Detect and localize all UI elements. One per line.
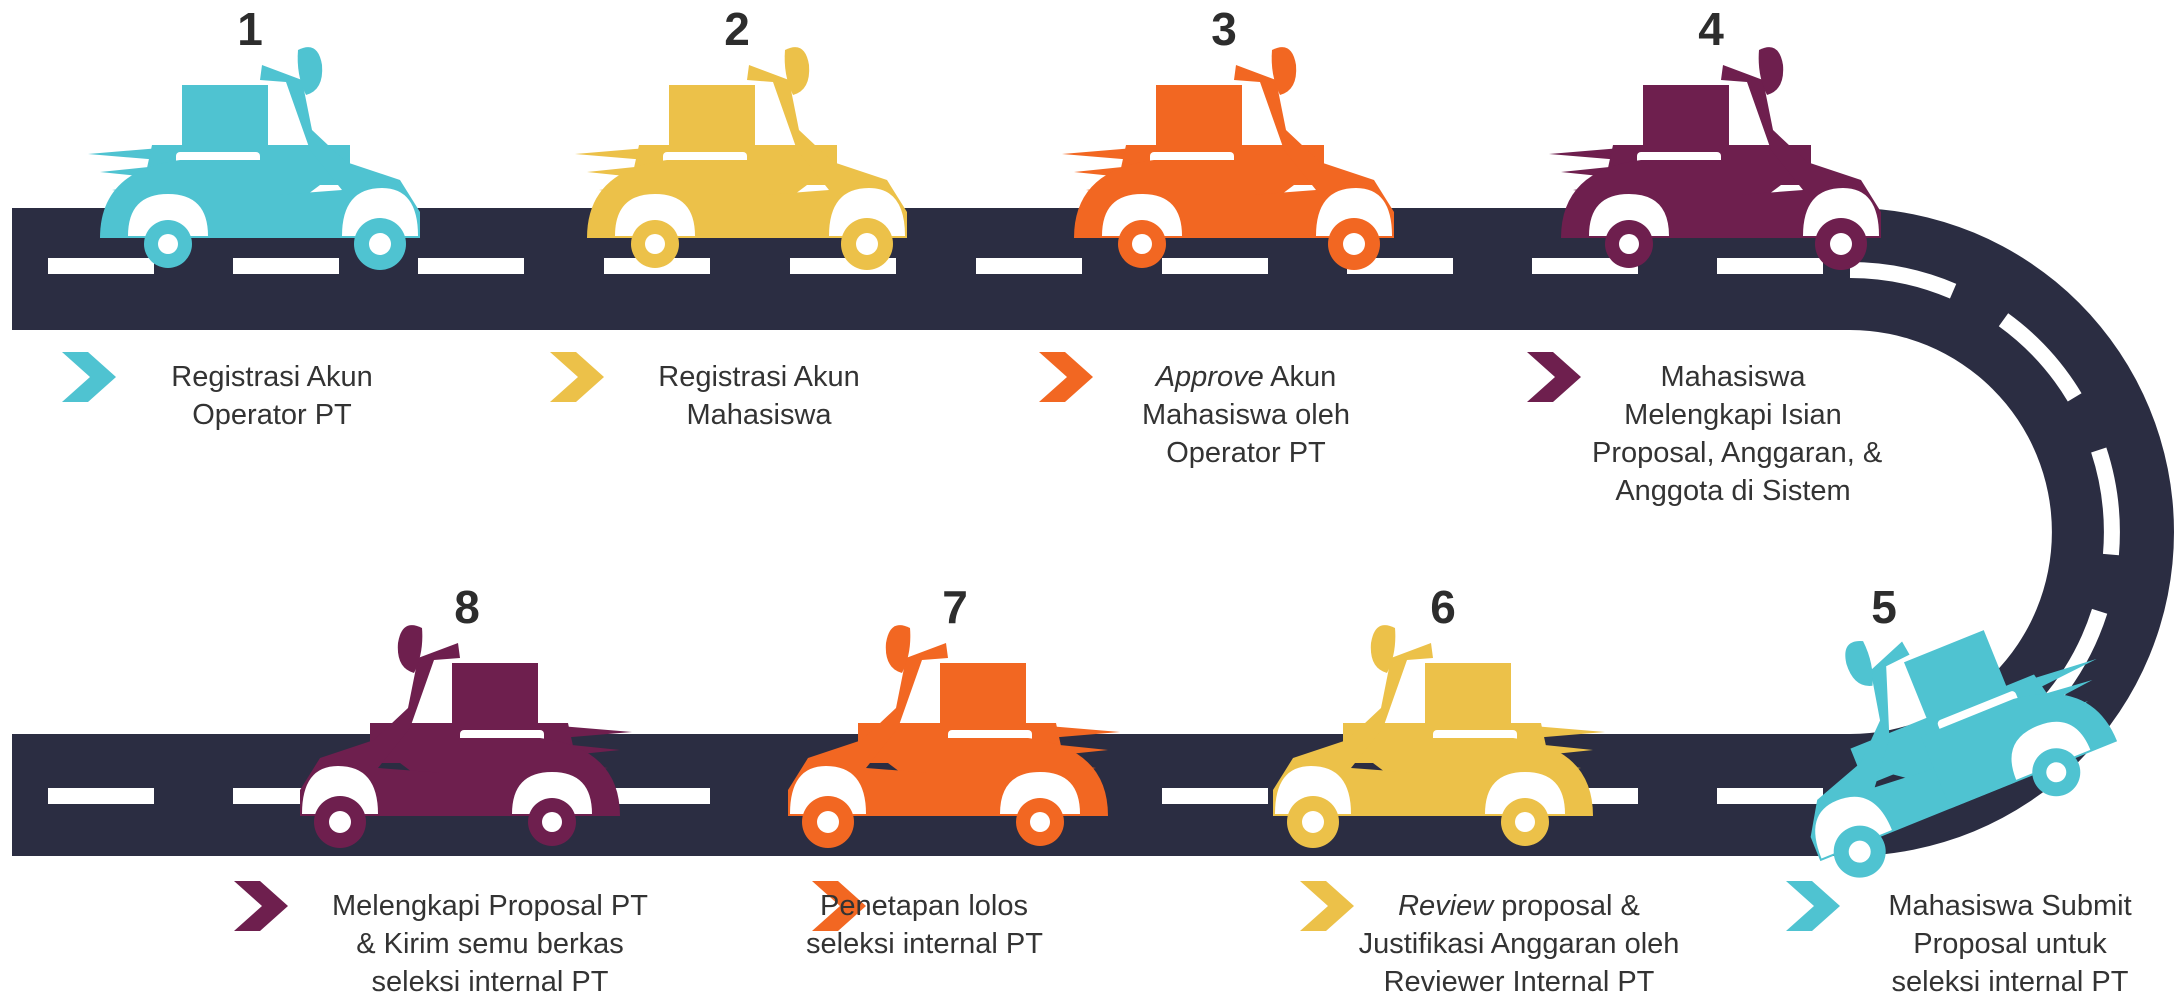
step-label-line: & Kirim semu berkas: [310, 925, 670, 963]
step-label-text: Melengkapi Isian: [1624, 399, 1842, 431]
step-number-4: 4: [1698, 3, 1724, 55]
step-label-italic: Approve: [1155, 361, 1264, 393]
step-label-text: Melengkapi Proposal PT: [332, 890, 648, 922]
step-label-line: Mahasiswa: [635, 396, 883, 434]
chevron-icon-step-4: [1527, 352, 1581, 402]
lane-dash: [976, 258, 1082, 274]
step-label-line: seleksi internal PT: [806, 925, 1043, 963]
step-label-line: Anggota di Sistem: [1592, 472, 1874, 510]
chevron-icon-step-2: [550, 352, 604, 402]
step-label-line: Justifikasi Anggaran oleh: [1327, 925, 1711, 963]
chevron-icon-step-7: [812, 881, 866, 931]
scooter-icon-step-3: [1062, 47, 1394, 270]
chevron-icon-step-3: [1039, 352, 1093, 402]
scooter-icon-step-1: [88, 47, 420, 270]
step-label-line: Proposal, Anggaran, &: [1592, 434, 1882, 472]
step-label-line: Operator PT: [1122, 434, 1370, 472]
step-label-text: Reviewer Internal PT: [1383, 966, 1655, 998]
step-label-line: Registrasi Akun: [635, 358, 883, 396]
step-label-line: Mahasiswa: [1592, 358, 1874, 396]
step-label-8: Melengkapi Proposal PT & Kirim semu berka…: [310, 887, 670, 1001]
lane-dash: [48, 788, 154, 804]
chevron-icon-step-8: [234, 881, 288, 931]
step-label-line: Operator PT: [148, 396, 396, 434]
lane-dash: [1717, 788, 1823, 804]
lane-dash: [48, 258, 154, 274]
step-label-line: Melengkapi Proposal PT: [310, 887, 670, 925]
step-label-line: Approve Akun: [1122, 358, 1370, 396]
step-number-3: 3: [1211, 3, 1237, 55]
step-label-line: Review proposal &: [1327, 887, 1711, 925]
lane-dash: [418, 258, 524, 274]
step-label-text: Penetapan lolos: [820, 890, 1028, 922]
lane-dash: [1347, 258, 1453, 274]
step-label-text: Mahasiswa: [1660, 361, 1806, 393]
chevron-icon-step-1: [62, 352, 116, 402]
step-label-text: Operator PT: [192, 399, 352, 431]
step-label-line: seleksi internal PT: [1860, 963, 2160, 1001]
step-label-text: seleksi internal PT: [806, 928, 1043, 960]
step-label-text: Justifikasi Anggaran oleh: [1358, 928, 1680, 960]
lane-dash: [1717, 258, 1823, 274]
scooter-icon-step-2: [575, 47, 907, 270]
step-label-line: Registrasi Akun: [148, 358, 396, 396]
step-label-text: Mahasiswa oleh: [1142, 399, 1350, 431]
step-label-text: Operator PT: [1166, 437, 1326, 469]
step-label-line: seleksi internal PT: [310, 963, 670, 1001]
step-label-text: seleksi internal PT: [371, 966, 609, 998]
step-label-text: seleksi internal PT: [1891, 966, 2129, 998]
step-label-line: Mahasiswa Submit: [1860, 887, 2160, 925]
step-label-text: Registrasi Akun: [171, 361, 373, 393]
step-label-text: Mahasiswa Submit: [1888, 890, 2132, 922]
step-label-line: Proposal untuk: [1860, 925, 2160, 963]
step-label-text: proposal &: [1493, 890, 1640, 922]
step-label-7: Penetapan lolos seleksi internal PT: [806, 887, 1043, 963]
lane-dash: [233, 258, 339, 274]
step-label-text: Akun: [1263, 361, 1337, 393]
step-label-line: Reviewer Internal PT: [1327, 963, 1711, 1001]
step-number-1: 1: [237, 3, 263, 55]
step-label-line: Penetapan lolos: [806, 887, 1042, 925]
step-label-text: Mahasiswa: [686, 399, 832, 431]
step-label-line: Mahasiswa oleh: [1122, 396, 1370, 434]
step-label-text: Registrasi Akun: [658, 361, 860, 393]
step-label-text: Proposal, Anggaran, &: [1592, 437, 1883, 469]
step-number-8: 8: [454, 581, 480, 633]
step-number-2: 2: [724, 3, 750, 55]
step-label-line: Melengkapi Isian: [1592, 396, 1874, 434]
chevron-icon-step-5: [1786, 881, 1840, 931]
step-label-italic: Review: [1398, 890, 1494, 922]
step-label-text: & Kirim semu berkas: [356, 928, 624, 960]
lane-dash: [1162, 258, 1268, 274]
scooter-icon-step-4: [1549, 47, 1881, 270]
step-number-5: 5: [1871, 581, 1897, 633]
step-label-text: Anggota di Sistem: [1615, 475, 1851, 507]
lane-dash: [604, 788, 710, 804]
step-label-text: Proposal untuk: [1913, 928, 2107, 960]
chevron-icon-step-6: [1300, 881, 1354, 931]
lane-dash: [1532, 258, 1638, 274]
lane-dash: [1162, 788, 1268, 804]
step-number-7: 7: [942, 581, 968, 633]
step-label-6: Review proposal &Justifikasi Anggaran ol…: [1327, 887, 1711, 1001]
step-number-6: 6: [1430, 581, 1456, 633]
